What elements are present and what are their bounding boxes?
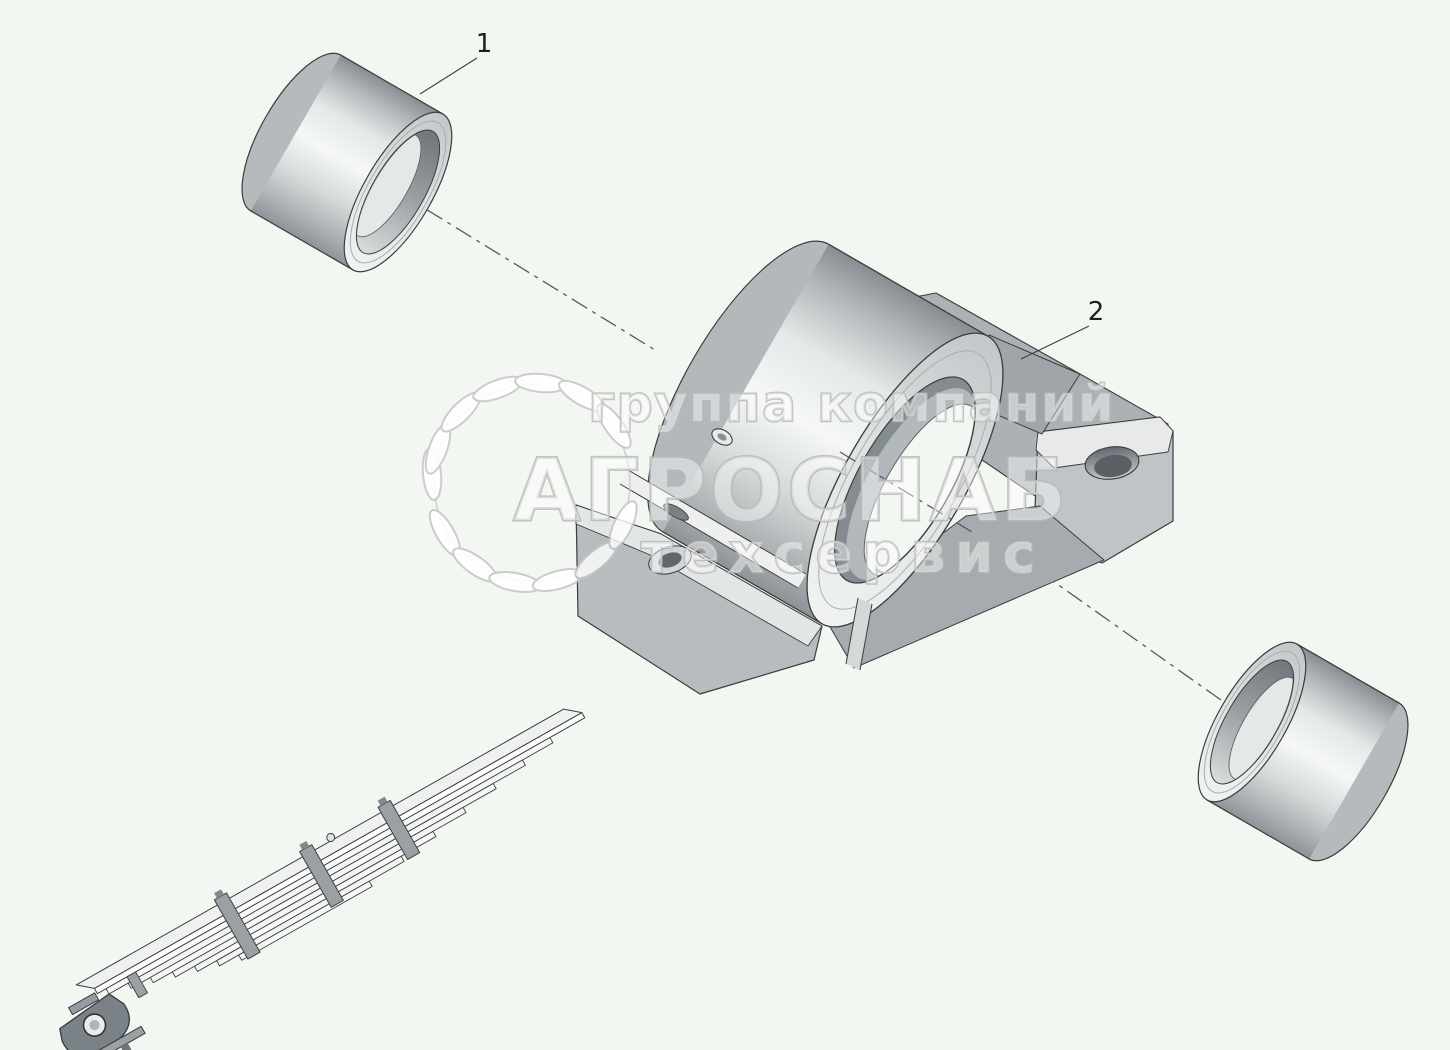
spring-clip	[126, 971, 148, 999]
part-bracket	[575, 240, 1174, 695]
bracket-lug-body-edges	[662, 243, 989, 625]
bracket-split-edges	[845, 597, 873, 671]
callout-1: 1	[419, 29, 493, 95]
callout-2-label: 2	[1088, 297, 1105, 327]
callout-1-leader	[419, 57, 478, 95]
spring-center-bolt	[326, 832, 336, 842]
part-bushing-upper	[241, 52, 453, 273]
watermark-line-3: техсервис	[641, 522, 1045, 585]
spring-clamp-bolt-2	[299, 840, 310, 851]
wreath-leaf	[596, 403, 632, 449]
centerline-upper	[397, 191, 656, 351]
callout-1-label: 1	[476, 29, 493, 59]
spring-eye-bushing	[89, 1020, 100, 1031]
leaf-spring-assembly	[59, 708, 586, 1050]
bracket-right-foot-hole-depth	[1094, 454, 1132, 478]
bracket-right-foot-top	[1035, 416, 1174, 469]
spring-eye-pin	[68, 992, 100, 1016]
spring-bracket-base	[72, 1025, 146, 1050]
bracket-lug	[647, 240, 1004, 628]
bracket-left-foot-top	[575, 504, 823, 647]
wreath-leaf	[608, 500, 638, 550]
bushing-chamfer	[349, 120, 447, 264]
bushing-chamfer	[1203, 650, 1301, 794]
spring-bracket-bolt-2	[120, 1043, 134, 1050]
part-bushing-lower	[1197, 641, 1409, 862]
callout-2: 2	[1020, 297, 1105, 360]
centerline-through-bore	[839, 451, 973, 533]
bracket-lug-body	[662, 244, 988, 624]
watermark: группа компаний АГРОСНАБ техсервис	[421, 372, 1116, 593]
watermark-line-2: АГРОСНАБ	[514, 441, 1071, 541]
callout-2-leader	[1020, 325, 1090, 360]
bushing-body	[1207, 644, 1400, 859]
bracket-slot-face	[620, 470, 806, 588]
bracket-left-foot-hole-depth	[658, 552, 682, 568]
bracket-pin-hole-depth	[717, 433, 727, 441]
bushing-body	[250, 55, 443, 270]
bracket-slot-edges	[619, 469, 807, 589]
spring-clamp-bolt-1	[214, 889, 224, 899]
spring-clamp-bolt-3	[377, 796, 388, 806]
bushing-body-edges	[1206, 643, 1400, 860]
watermark-wreath	[421, 372, 638, 593]
bushing-body-edges	[250, 54, 444, 271]
spring-clamp-2	[299, 844, 344, 908]
bracket-split-slot	[846, 598, 872, 670]
bracket-slot-hole	[663, 503, 689, 521]
watermark-line-1: группа компаний	[589, 375, 1116, 433]
